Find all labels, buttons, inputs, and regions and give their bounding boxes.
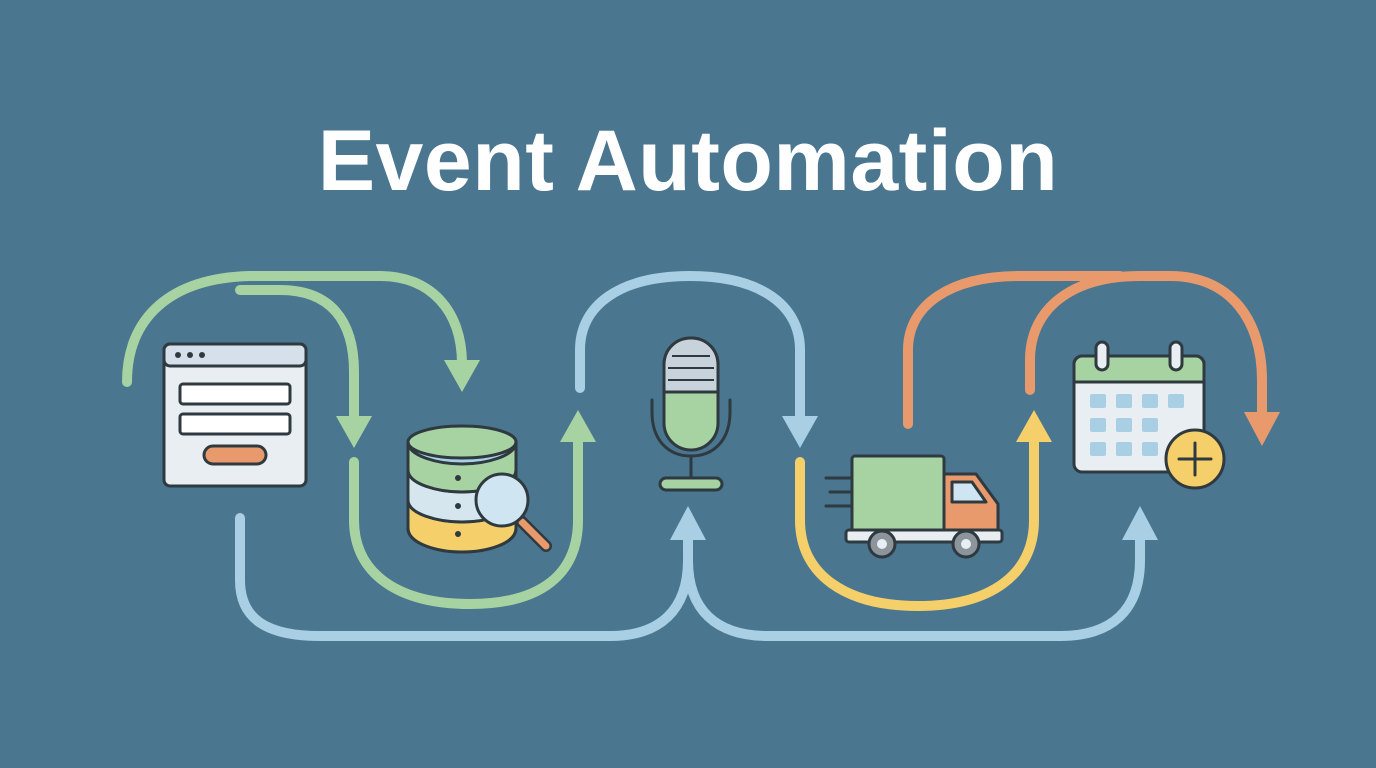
arrowhead-blue-up-mic [670,506,706,540]
arrowhead-green-up [560,410,596,442]
arrowhead-blue-down [782,416,818,448]
web-form-window-icon [162,342,308,488]
arrowhead-blue-up-cal [1122,506,1158,540]
flow-arrow-orange-right [1025,271,1267,421]
flow-arrow-blue-bottom-right [683,531,1145,641]
database-search-icon [406,424,552,554]
flow-arrow-green-under [349,433,583,609]
microphone-icon [650,336,732,492]
flow-arrow-orange-left [903,271,1125,429]
flow-arrow-yellow [795,433,1039,611]
delivery-truck-icon [824,454,1004,559]
arrowhead-orange-down [1244,412,1280,446]
arrowhead-green-inner [336,416,372,448]
flow-arrow-blue-bottom-left [235,513,693,641]
flow-arrow-green-outer [122,271,467,387]
arrowhead-yellow-up [1016,410,1052,442]
diagram-title: Event Automation [317,113,1059,209]
calendar-add-icon [1072,340,1226,490]
flow-arrow-green-inner [235,285,359,425]
arrowhead-green-outer [444,360,480,392]
flow-arrow-blue-arch [575,271,805,425]
